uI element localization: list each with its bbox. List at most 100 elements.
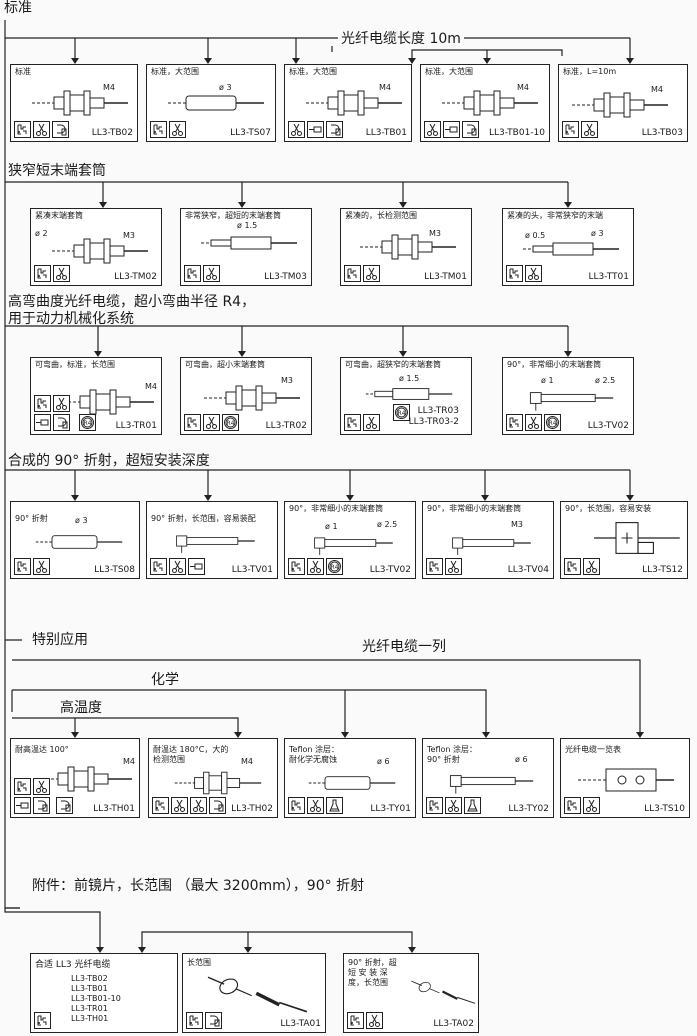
scissors-icon <box>583 797 600 814</box>
card-caption: 可弯曲，超小末端套筒 <box>185 360 265 369</box>
scissors-icon <box>169 558 186 575</box>
product-card-tv01[interactable]: 90° 折射，长范围，容易装配 LL3-TV01 <box>146 501 278 579</box>
scissors-icon <box>169 121 186 138</box>
icon-row <box>34 1012 51 1029</box>
product-card-tm01[interactable]: 紧凑的，长检测范围 M3 LL3-TM01 <box>340 208 472 286</box>
card-caption: 标准，大范围 <box>151 67 199 76</box>
product-code: LL3-TM02 <box>114 272 157 282</box>
scissors-icon <box>33 558 50 575</box>
product-code: LL3-TM03 <box>264 272 307 282</box>
product-card-tv02-b[interactable]: 90°，非常细小的末端套筒 ø 1 ø 2.5 LL3-TV02 <box>284 501 416 579</box>
product-card-tr01[interactable]: 可弯曲，标准，长范围 M4 LL3-TR01 <box>30 357 162 435</box>
product-code: LL3-TV01 <box>231 565 273 575</box>
cable-cutter-icon <box>150 558 167 575</box>
cable-cutter-icon <box>288 797 305 814</box>
compatible-list-item: LL3-TB01-10 <box>71 994 121 1003</box>
cable-cutter-icon <box>14 558 31 575</box>
product-card-ts08[interactable]: 90° 折射 ø 3 LL3-TS08 <box>10 501 140 579</box>
product-card-ts12[interactable]: 90°，长范围，容易安装 LL3-TS12 <box>560 501 688 579</box>
dimension-label: M4 <box>241 757 253 766</box>
icon-row <box>562 121 598 138</box>
dimension-label: ø 3 <box>75 516 88 525</box>
compatible-list-item: LL3-TB02 <box>71 974 108 983</box>
product-card-tb03[interactable]: 标准，L=10m M4 LL3-TB03 <box>558 64 688 142</box>
icon-row <box>426 797 481 814</box>
section-title-chemical: 化学 <box>148 672 182 688</box>
card-caption: 90° 折射 <box>15 514 48 523</box>
section-title-standard: 标准 <box>4 0 32 16</box>
card-caption: 耐高温达 100° <box>15 745 69 754</box>
product-code: LL3-TS12 <box>642 565 683 575</box>
card-caption: 可弯曲，标准，长范围 <box>35 360 115 369</box>
card-caption-line2: 短 安 装 深 <box>348 968 388 977</box>
scissors-icon <box>363 414 380 431</box>
product-card-ts07[interactable]: 标准，大范围 ø 3 LL3-TS07 <box>146 64 276 142</box>
icon-row <box>184 265 220 282</box>
dimension-label: M3 <box>123 231 135 240</box>
cable-cutter-icon <box>344 265 361 282</box>
accessory-card-ta02[interactable]: 90° 折射，超 短 安 装 深 度，长范围 LL3-TA02 <box>343 953 479 1033</box>
scissors-icon <box>53 265 70 282</box>
scissors-icon <box>190 797 207 814</box>
icon-row <box>14 558 50 575</box>
cable-cutter-icon <box>426 558 443 575</box>
product-code: LL3-TY01 <box>370 804 411 814</box>
cable-cutter-icon <box>506 414 523 431</box>
sensor-drawing <box>449 774 535 795</box>
accessory-card-compatible[interactable]: 合适 LL3 光纤电缆 LL3-TB02 LL3-TB01 LL3-TB01-1… <box>30 953 178 1033</box>
product-card-tm03[interactable]: 非常狭窄，超短的末端套筒 ø 1.5 LL3-TM03 <box>180 208 312 286</box>
product-card-ty01[interactable]: Teflon 涂层： 耐化学无腐蚀 ø 6 LL3-TY01 <box>284 738 416 818</box>
r4-bend-icon <box>79 414 96 431</box>
dimension-label: M4 <box>379 83 391 92</box>
product-card-tv04[interactable]: 90°，非常细小的末端套筒 M3 LL3-TV04 <box>422 501 554 579</box>
product-card-tv02-a[interactable]: 90°，非常细小的末端套筒 ø 1 ø 2.5 LL3-TV02 <box>502 357 634 435</box>
section-title-bend-2: 用于动力机械化系统 <box>8 311 134 327</box>
product-card-tr03[interactable]: 可弯曲，超狭窄的末端套筒 ø 1.5 LL3-TR03 LL3-TR03-2 <box>340 357 472 435</box>
card-caption: 合适 LL3 光纤电缆 <box>35 960 111 970</box>
product-code: LL3-TH01 <box>93 804 135 814</box>
dimension-label: M4 <box>651 85 663 94</box>
card-caption: 光纤电缆一览表 <box>565 745 621 754</box>
dimension-label: ø 1 <box>541 376 554 385</box>
dimension-label: ø 1.5 <box>237 221 258 230</box>
product-card-tb02[interactable]: 标准 M4 LL3-TB02 <box>10 64 138 142</box>
flexible-icon <box>326 121 343 138</box>
accessory-card-ta01[interactable]: 长范围 LL3-TA01 <box>182 953 326 1033</box>
scissors-icon <box>445 558 462 575</box>
section-title-bend-1: 高弯曲度光纤电缆，超小弯曲半径 R4， <box>8 294 256 310</box>
icon-row <box>14 121 69 138</box>
product-code: LL3-TS10 <box>644 804 685 814</box>
icon-row <box>288 121 343 138</box>
chemical-flask-icon <box>464 797 481 814</box>
sensor-drawing <box>34 534 124 550</box>
scissors-icon <box>366 1012 383 1029</box>
card-caption: 紧凑的，长检测范围 <box>345 211 417 220</box>
icon-row <box>506 265 542 282</box>
product-card-tm02[interactable]: 紧凑末端套筒 ø 2 M3 LL3-TM02 <box>30 208 162 286</box>
product-card-ty02[interactable]: Teflon 涂层： 90° 折射 ø 6 LL3-TY02 <box>422 738 554 818</box>
scissors-icon <box>307 558 324 575</box>
icon-row <box>14 778 54 814</box>
product-card-th01[interactable]: 耐高温达 100° M4 LL3-TH01 <box>10 738 140 818</box>
sensor-drawing <box>522 242 620 256</box>
product-card-tb01-10[interactable]: 标准，大范围 M4 LL3-TB01-10 <box>420 64 550 142</box>
product-card-ts10[interactable]: 光纤电缆一览表 LL3-TS10 <box>560 738 690 818</box>
section-title-accessories: 附件：前镜片，长范围 （最大 3200mm），90° 折射 <box>32 878 365 894</box>
icon-row <box>344 265 380 282</box>
section-title-narrow: 狭窄短末端套筒 <box>8 163 106 179</box>
cable-cutter-icon <box>347 1012 364 1029</box>
product-card-tr02[interactable]: 可弯曲，超小末端套筒 M3 LL3-TR02 <box>180 357 312 435</box>
sensor-drawing <box>577 768 675 792</box>
product-code: LL3-TA02 <box>433 1019 474 1029</box>
cable-cutter-icon <box>564 558 581 575</box>
icon-row <box>564 797 600 814</box>
product-code: LL3-TB01-10 <box>489 128 545 138</box>
product-code: LL3-TB03 <box>641 128 683 138</box>
product-card-tb01[interactable]: 标准，大范围 M4 LL3-TB01 <box>284 64 412 142</box>
product-card-tt01[interactable]: 紧凑的头，非常狭窄的末端 ø 0.5 ø 3 LL3-TT01 <box>502 208 634 286</box>
compatible-list-item: LL3-TH01 <box>71 1014 109 1023</box>
card-caption: 90°，非常细小的末端套筒 <box>427 504 522 513</box>
scissors-icon <box>581 121 598 138</box>
scissors-icon <box>424 121 441 138</box>
product-card-th02[interactable]: 耐温达 180°C，大的 检测范围 M4 LL3-TH02 <box>148 738 278 818</box>
